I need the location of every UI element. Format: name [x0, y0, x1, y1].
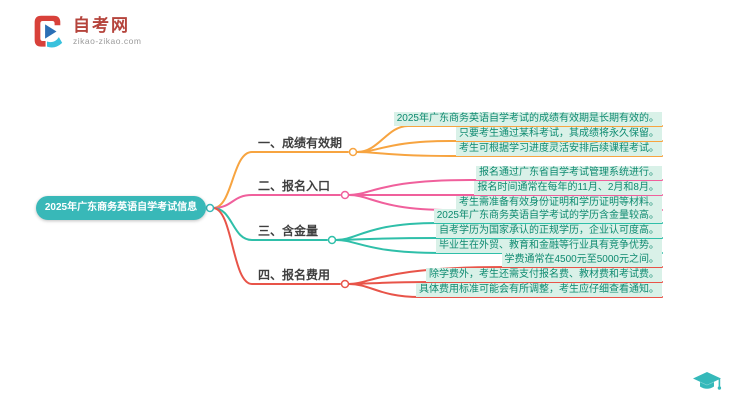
- leaf-node: 2025年广东商务英语自学考试的成绩有效期是长期有效的。: [393, 112, 662, 126]
- branch-node-value: 三、含金量: [258, 224, 319, 238]
- root-node: 2025年广东商务英语自学考试信息: [36, 196, 206, 220]
- branch-terminal-dot: [327, 235, 337, 245]
- leaf-node: 2025年广东商务英语自学考试的学历含金量较高。: [433, 209, 662, 223]
- branch-terminal-dot: [348, 147, 358, 157]
- branch-node-fee: 四、报名费用: [258, 268, 331, 282]
- branch-node-entry: 二、报名入口: [258, 179, 331, 193]
- leaf-node: 除学费外，考生还需支付报名费、教材费和考试费。: [426, 268, 662, 282]
- site-logo: 自考网 zikao-zikao.com: [28, 12, 141, 50]
- logo-icon: [34, 15, 63, 48]
- logo-subtitle: zikao-zikao.com: [73, 35, 142, 46]
- leaf-node: 毕业生在外贸、教育和金融等行业具有竞争优势。: [436, 239, 662, 253]
- leaf-node: 学费通常在4500元至5000元之间。: [501, 253, 662, 267]
- branch-terminal-dot: [340, 279, 350, 289]
- leaf-node: 报名时间通常在每年的11月、2月和8月。: [474, 181, 662, 195]
- leaf-node: 具体费用标准可能会有所调整，考生应仔细查看通知。: [416, 283, 662, 297]
- leaf-node: 考生需准备有效身份证明和学历证明等材料。: [456, 196, 662, 210]
- leaf-node: 报名通过广东省自学考试管理系统进行。: [476, 166, 662, 180]
- logo-text: 自考网 zikao-zikao.com: [73, 16, 141, 47]
- root-terminal-dot: [205, 203, 215, 213]
- branch-node-validity: 一、成绩有效期: [258, 136, 343, 150]
- branch-terminal-dot: [340, 190, 350, 200]
- graduation-cap-icon: [692, 371, 722, 398]
- leaf-node: 自考学历为国家承认的正规学历，企业认可度高。: [436, 224, 662, 238]
- logo-title: 自考网: [73, 15, 130, 35]
- leaf-node: 考生可根据学习进度灵活安排后续课程考试。: [456, 142, 662, 156]
- root-branch-connector: [212, 194, 341, 209]
- leaf-node: 只要考生通过某科考试，其成绩将永久保留。: [456, 127, 662, 141]
